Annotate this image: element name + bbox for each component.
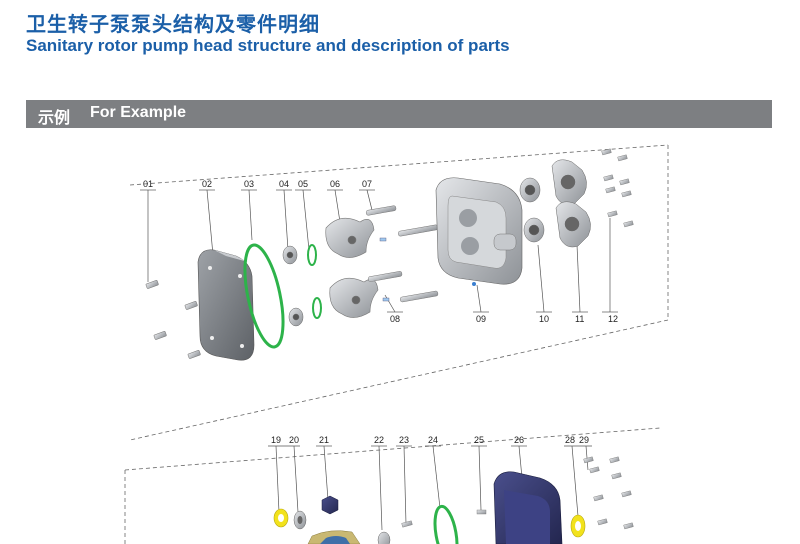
part-29-screws — [583, 456, 634, 530]
page-title-chinese: 卫生转子泵泵头结构及零件明细 — [26, 12, 320, 36]
label-02: 02 — [202, 179, 212, 189]
part-28-seal-ring — [570, 514, 586, 538]
label-09: 09 — [476, 314, 486, 324]
part-03-o-ring — [243, 243, 285, 349]
part-06-rotors — [325, 217, 379, 318]
label-23: 23 — [399, 435, 409, 445]
part-25-pin — [476, 509, 487, 515]
section-label-chinese: 示例 — [38, 108, 71, 127]
part-01-bolts — [145, 280, 201, 359]
label-26: 26 — [514, 435, 524, 445]
top-dashed-frame — [129, 144, 669, 441]
label-22: 22 — [374, 435, 384, 445]
top-leader-lines — [140, 189, 618, 313]
label-25: 25 — [474, 435, 484, 445]
part-08-pins — [379, 237, 390, 302]
label-11: 11 — [575, 314, 584, 324]
part-11-bearing-plates — [551, 159, 591, 248]
part-04-nuts — [282, 245, 304, 327]
part-21-nut-cap — [321, 495, 339, 515]
label-19: 19 — [271, 435, 281, 445]
section-label-english: For Example — [90, 104, 187, 121]
part-20-washer — [293, 510, 307, 530]
label-21: 21 — [319, 435, 329, 445]
label-24: 24 — [428, 435, 438, 445]
part-02-pump-cover — [197, 249, 255, 361]
bottom-leader-lines — [268, 445, 592, 531]
part-19-seal-ring — [273, 508, 289, 528]
label-20: 20 — [289, 435, 299, 445]
part-26-gearbox-cover — [493, 471, 563, 544]
part-22-bearing — [377, 531, 391, 544]
label-04: 04 — [279, 179, 289, 189]
bottom-dashed-frame — [124, 427, 661, 544]
label-05: 05 — [298, 179, 308, 189]
label-01: 01 — [143, 179, 153, 189]
gear-housing-partial — [307, 530, 361, 544]
bottom-part-labels: 19 20 21 22 23 24 25 26 28 29 — [271, 435, 589, 445]
page-title-english: Sanitary rotor pump head structure and d… — [26, 36, 510, 55]
label-12: 12 — [608, 314, 618, 324]
label-28: 28 — [565, 435, 575, 445]
label-08: 08 — [390, 314, 400, 324]
part-05-small-o-rings — [307, 244, 322, 319]
part-07-shafts — [365, 205, 439, 303]
label-07: 07 — [362, 179, 372, 189]
label-06: 06 — [330, 179, 340, 189]
section-bar: 示例 For Example — [26, 100, 772, 128]
label-10: 10 — [539, 314, 549, 324]
part-24-o-ring — [433, 504, 459, 544]
part-23-screw — [401, 520, 413, 528]
part-10-seals — [519, 177, 545, 243]
part-09-pump-body — [435, 177, 523, 286]
part-12-screws — [601, 148, 634, 228]
top-part-labels: 01 02 03 04 05 06 07 08 09 10 11 12 — [143, 179, 618, 324]
label-29: 29 — [579, 435, 589, 445]
label-03: 03 — [244, 179, 254, 189]
